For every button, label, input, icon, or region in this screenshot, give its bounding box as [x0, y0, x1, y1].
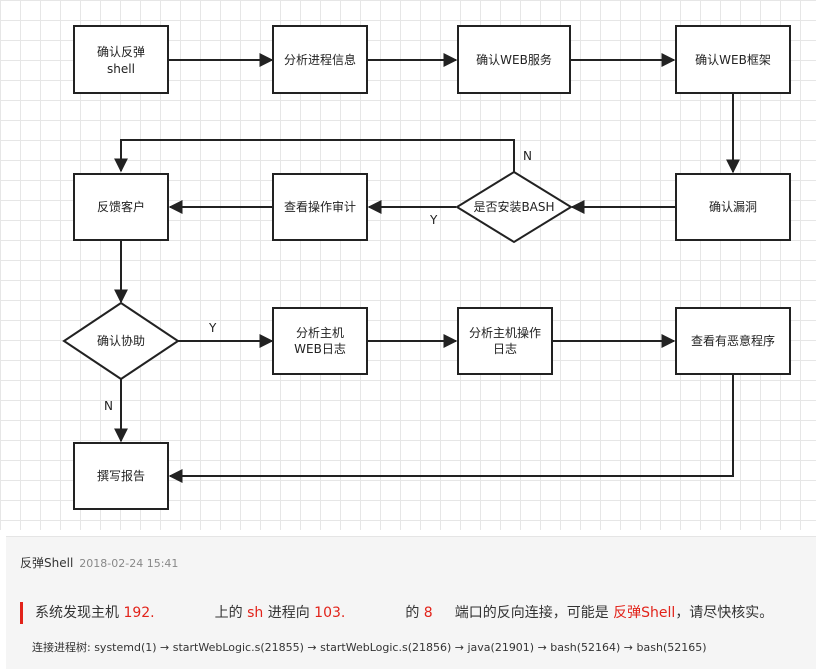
host-ip: 192. [123, 605, 155, 621]
msg-to-text: 进程向 [263, 605, 315, 621]
node-assist-label: 确认协助 [97, 333, 145, 348]
node-feedback-label: 反馈客户 [97, 199, 145, 214]
node-confirm-web-framework-box [675, 25, 791, 94]
node-report-label: 撰写报告 [97, 468, 145, 483]
node-malware-box [675, 307, 791, 375]
node-web-log-box [272, 307, 368, 375]
edge-label-bash-no: N [523, 149, 532, 163]
node-malware-label: 查看有恶意程序 [691, 333, 775, 348]
edge-label-assist-yes: Y [208, 321, 217, 335]
alert-timestamp: 2018-02-24 15:41 [79, 557, 179, 570]
node-op-log-label-2: 日志 [493, 342, 517, 356]
node-feedback-box [73, 173, 169, 241]
node-analyze-process-label: 分析进程信息 [284, 52, 356, 67]
msg-of-text: 的 [405, 605, 424, 621]
flowchart-svg: N Y Y N 确认反弹 shell 分析进程信息 确认WEB服务 确认WEB框… [62, 25, 791, 510]
msg-on-text: 上的 [214, 605, 248, 621]
msg-prefix: 系统发现主机 [35, 605, 124, 621]
node-op-log-label-1: 分析主机操作 [469, 325, 541, 340]
port-number: 8 [423, 605, 433, 621]
alert-header: 反弹Shell 2018-02-24 15:41 [20, 554, 178, 571]
node-report-box [73, 442, 169, 510]
node-confirm-shell-label-1: 确认反弹 [97, 45, 145, 59]
alert-panel: 反弹Shell 2018-02-24 15:41 系统发现主机 192. 上的 sh… [6, 536, 816, 669]
node-confirm-shell-label-2: shell [107, 62, 135, 76]
target-ip: 103. [314, 605, 346, 621]
edge-malware-to-report [168, 375, 734, 483]
node-confirm-vuln-box [675, 173, 791, 241]
process-chain: 连接进程树: systemd(1) → startWebLogic.s(2185… [32, 641, 707, 654]
node-confirm-web-service-label: 确认WEB服务 [476, 52, 552, 67]
node-web-log-label-1: 分析主机 [296, 326, 344, 340]
node-confirm-shell-box [73, 25, 169, 94]
edge-bash-no-to-feedback [114, 139, 515, 173]
alert-type: 反弹Shell [613, 605, 676, 621]
node-check-audit-box [272, 173, 368, 241]
alert-title: 反弹Shell [20, 556, 74, 570]
node-confirm-web-service-box [457, 25, 571, 94]
node-analyze-process-box [272, 25, 368, 94]
edge-label-bash-yes: Y [429, 213, 438, 227]
node-confirm-web-framework-label: 确认WEB框架 [695, 53, 771, 67]
node-bash-diamond [455, 170, 573, 244]
node-bash-label: 是否安装BASH [473, 199, 554, 214]
edge-label-assist-no: N [104, 399, 113, 413]
node-check-audit-label: 查看操作审计 [284, 199, 356, 214]
msg-ending: ，请尽快核实。 [675, 605, 774, 621]
process-name: sh [247, 605, 264, 621]
node-confirm-vuln-label: 确认漏洞 [709, 200, 757, 214]
node-web-log-label-2: WEB日志 [294, 342, 346, 356]
node-assist-diamond [62, 301, 180, 381]
flowchart-canvas: N Y Y N 确认反弹 shell 分析进程信息 确认WEB服务 确认WEB框… [0, 0, 816, 530]
node-op-log-box [457, 307, 553, 375]
msg-port-suffix: 端口的反向连接，可能是 [454, 605, 614, 621]
